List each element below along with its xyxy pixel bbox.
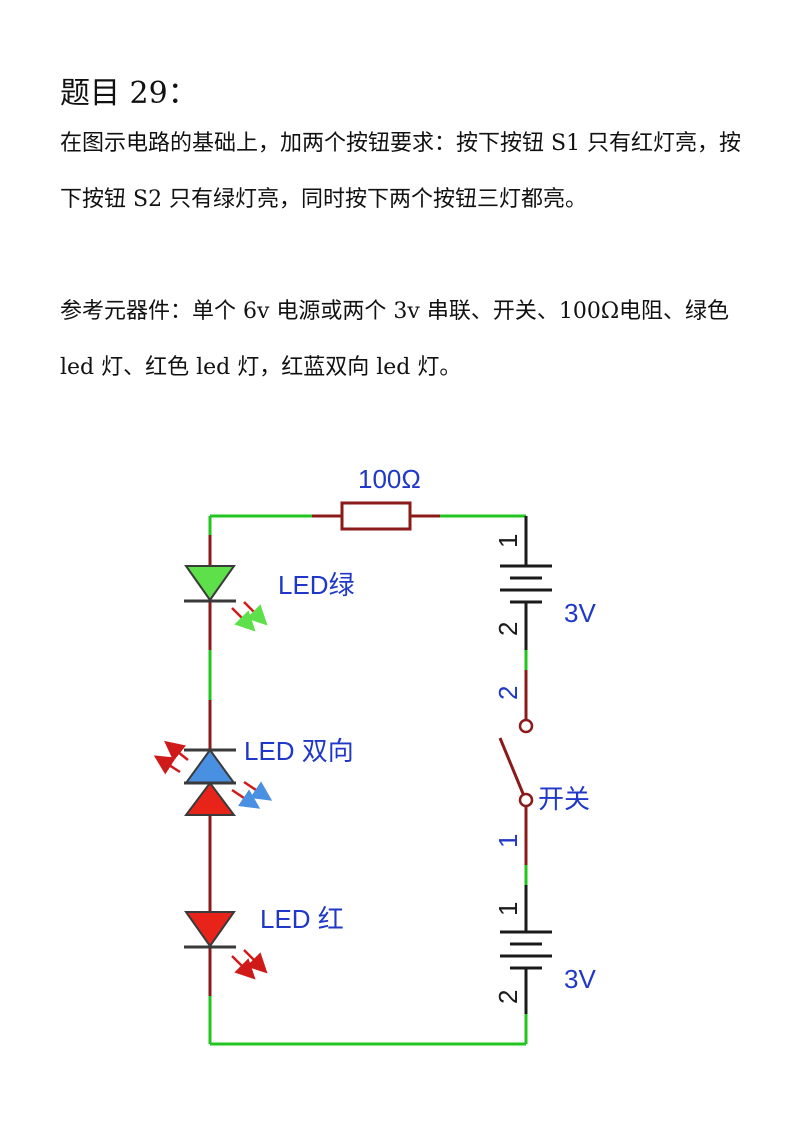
- battery-bottom-pin-2: 2: [493, 990, 523, 1004]
- led-green-symbol: [184, 565, 268, 632]
- question-title: 题目 29：: [60, 76, 198, 111]
- battery-bottom-symbol: [500, 885, 552, 1014]
- question-requirement-text: 在图示电路的基础上，加两个按钮要求：按下按钮 S1 只有红灯亮，按下按钮 S2 …: [60, 131, 742, 212]
- led-green-label: LED绿: [278, 570, 355, 600]
- switch-label: 开关: [538, 784, 590, 814]
- battery-top-pin-2: 2: [493, 622, 523, 636]
- switch-symbol: [498, 670, 534, 865]
- resistor-symbol: [340, 501, 412, 531]
- resistor-label: 100Ω: [358, 464, 421, 494]
- question-components-text: 参考元器件：单个 6v 电源或两个 3v 串联、开关、100Ω电阻、绿色 led…: [60, 299, 730, 380]
- switch-pin-1: 1: [493, 834, 523, 848]
- battery-bottom-pin-1: 1: [493, 902, 523, 916]
- bottom-wire: [208, 996, 528, 1046]
- led-red-symbol: [184, 911, 268, 980]
- battery-bottom-label: 3V: [564, 964, 596, 994]
- led-bidirectional-symbol: [153, 740, 273, 816]
- battery-top-label: 3V: [564, 598, 596, 628]
- battery-top-symbol: [500, 516, 552, 650]
- led-red-label: LED 红: [260, 904, 344, 934]
- battery-top-pin-1: 1: [493, 534, 523, 548]
- led-bidirectional-label: LED 双向: [244, 736, 354, 766]
- switch-pin-2: 2: [493, 686, 523, 700]
